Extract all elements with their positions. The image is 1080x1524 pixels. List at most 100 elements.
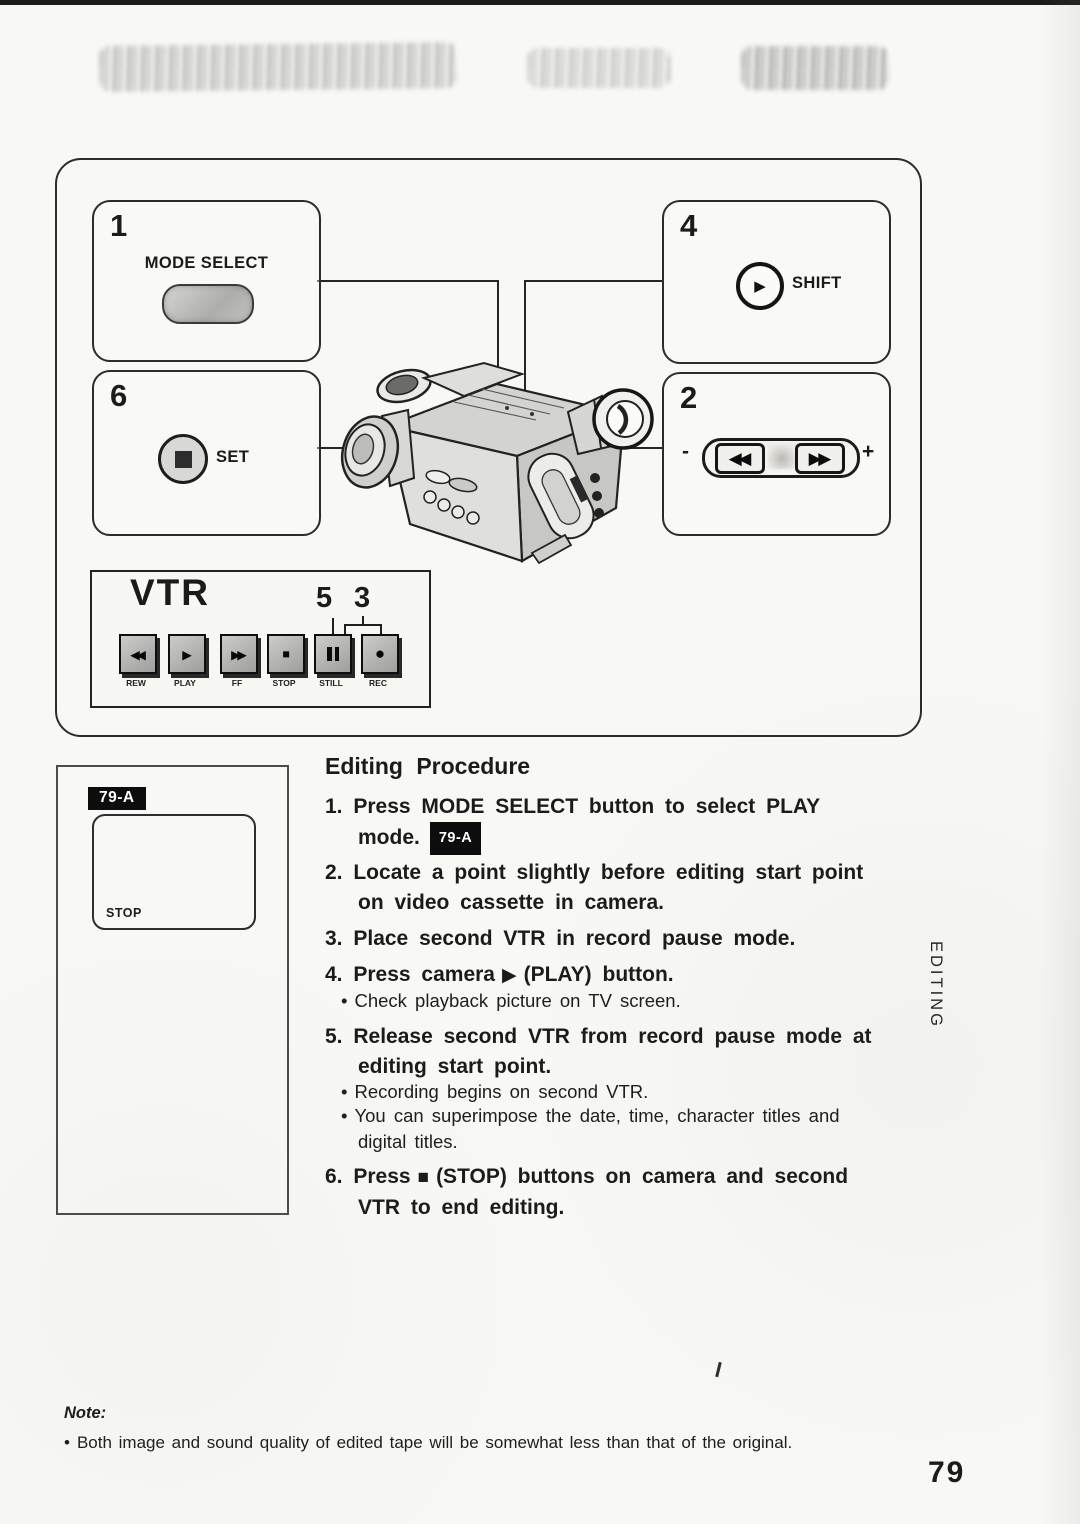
note-heading: Note: <box>64 1404 107 1422</box>
procedure-step-4: 4. Press camera▶(PLAY) button. <box>325 960 1003 991</box>
step-number: 6. <box>325 1165 343 1188</box>
play-button-icon: ▶ <box>736 262 784 310</box>
play-icon: ▶ <box>501 965 517 986</box>
record-glyph: ● <box>374 644 386 663</box>
screen-reference-panel: 79-A STOP <box>56 765 289 1215</box>
bullet-dot: • <box>64 1433 70 1452</box>
callout-number: 2 <box>680 380 699 415</box>
step-bullet: • You can superimpose the date, time, cha… <box>341 1103 958 1154</box>
step-text: Place second VTR in record pause mode. <box>353 927 796 950</box>
stop-label: STOP <box>272 678 296 688</box>
screen-frame: STOP <box>92 814 256 930</box>
step-text: on video cassette in camera. <box>358 891 664 914</box>
fast-forward-glyph: ▶▶ <box>808 448 832 468</box>
camcorder-illustration <box>340 361 654 565</box>
bullet-dot: • <box>341 990 348 1011</box>
procedure-step-1: 1. Press MODE SELECT button to select PL… <box>325 792 1003 855</box>
note-bullet-text: Both image and sound quality of edited t… <box>76 1433 793 1452</box>
set-button-icon <box>158 434 208 484</box>
step-text: Press MODE SELECT button to select PLAY <box>353 795 821 818</box>
vtr-title: VTR <box>130 572 210 613</box>
scan-smudge <box>99 42 457 92</box>
step-text: Press <box>353 1165 411 1188</box>
scan-smudge <box>528 48 670 88</box>
callout-box-1: 1 MODE SELECT <box>92 200 321 362</box>
step-text: (STOP) buttons on camera and second <box>436 1165 849 1188</box>
rewind-button-icon: ◀◀ <box>119 634 157 674</box>
step-number: 1. <box>325 795 343 818</box>
callout-number: 1 <box>110 208 129 243</box>
stop-glyph <box>174 450 192 468</box>
bullet-dot: • <box>341 1081 348 1102</box>
mode-select-button-icon <box>162 284 254 324</box>
procedure-step-5: 5. Release second VTR from record pause … <box>325 1022 1003 1082</box>
rewind-glyph: ◀◀ <box>130 647 146 662</box>
callout-bracket <box>380 624 382 634</box>
shift-label: SHIFT <box>792 274 842 292</box>
still-button-icon <box>314 634 352 674</box>
rocker-middle <box>767 443 797 469</box>
connector-line <box>524 280 526 420</box>
step-text: mode. <box>358 826 420 849</box>
plus-sign: + <box>862 440 875 463</box>
inline-reference-badge: 79-A <box>429 822 482 855</box>
procedure-step-3: 3. Place second VTR in record pause mode… <box>325 924 1003 954</box>
callout-number: 6 <box>110 378 129 413</box>
mode-select-label: MODE SELECT <box>144 254 269 272</box>
bullet-text: digital titles. <box>358 1130 458 1152</box>
step-text: VTR to end editing. <box>358 1196 565 1219</box>
step-number: 5. <box>325 1025 343 1048</box>
set-label: SET <box>216 448 250 466</box>
record-label: REC <box>369 678 387 688</box>
bullet-dot: • <box>341 1105 348 1126</box>
step-text: (PLAY) button. <box>523 963 674 986</box>
connector-line <box>497 280 499 408</box>
play-glyph: ▶ <box>754 278 766 295</box>
diagram-panel: 1 MODE SELECT 4 ▶ SHIFT 6 SET 2 - <box>55 158 922 737</box>
callout-box-2: 2 - ◀◀ ▶▶ + <box>662 372 891 536</box>
callout-bracket <box>344 624 382 626</box>
scan-artifact-mark <box>715 1361 722 1378</box>
connector-line <box>317 280 499 282</box>
shuttle-rocker: ◀◀ ▶▶ <box>702 438 860 478</box>
fast-forward-button-icon: ▶▶ <box>220 634 258 674</box>
callout-number: 5 <box>316 582 333 614</box>
callout-line <box>332 618 334 634</box>
vtr-panel: VTR 5 3 ◀◀ ▶ ▶▶ ■ ● <box>90 570 431 708</box>
step-bullet: •Recording begins on second VTR. <box>341 1079 958 1105</box>
rewind-glyph: ◀◀ <box>728 448 752 468</box>
step-number: 2. <box>325 861 343 884</box>
rewind-label: REW <box>126 678 146 688</box>
step-text: Press camera <box>353 963 495 986</box>
play-label: PLAY <box>174 678 196 688</box>
callout-box-6: 6 SET <box>92 370 321 536</box>
callout-bracket <box>344 624 346 634</box>
callout-number: 4 <box>680 208 699 243</box>
step-text: Release second VTR from record pause mod… <box>353 1025 872 1048</box>
connector-line <box>524 280 662 282</box>
screen-status-text: STOP <box>106 906 142 920</box>
rewind-rocker-icon: ◀◀ <box>715 443 765 474</box>
pause-glyph <box>327 647 339 661</box>
procedure-step-6: 6. Press ■ (STOP) buttons on camera and se… <box>325 1162 1003 1223</box>
stop-icon: ■ <box>417 1167 430 1188</box>
scan-edge-bar <box>0 0 1080 5</box>
step-text: editing start point. <box>358 1055 552 1078</box>
bullet-text: You can superimpose the date, time, char… <box>354 1105 840 1126</box>
minus-sign: - <box>682 440 689 463</box>
step-text: Locate a point slightly before editing s… <box>353 861 864 884</box>
play-glyph: ▶ <box>182 647 192 662</box>
fast-forward-label: FF <box>231 678 243 688</box>
chapter-edge-label: EDITING <box>927 941 945 1029</box>
still-label: STILL <box>319 678 343 688</box>
fast-forward-rocker-icon: ▶▶ <box>795 443 845 474</box>
callout-line <box>362 616 364 625</box>
note-text: • Both image and sound quality of edited … <box>64 1433 894 1453</box>
screen-tag-badge: 79-A <box>88 787 146 810</box>
procedure-step-2: 2. Locate a point slightly before editin… <box>325 858 1003 918</box>
record-button-icon: ● <box>361 634 399 674</box>
step-number: 3. <box>325 927 343 950</box>
stop-glyph: ■ <box>282 647 290 661</box>
stop-button-icon: ■ <box>267 634 305 674</box>
